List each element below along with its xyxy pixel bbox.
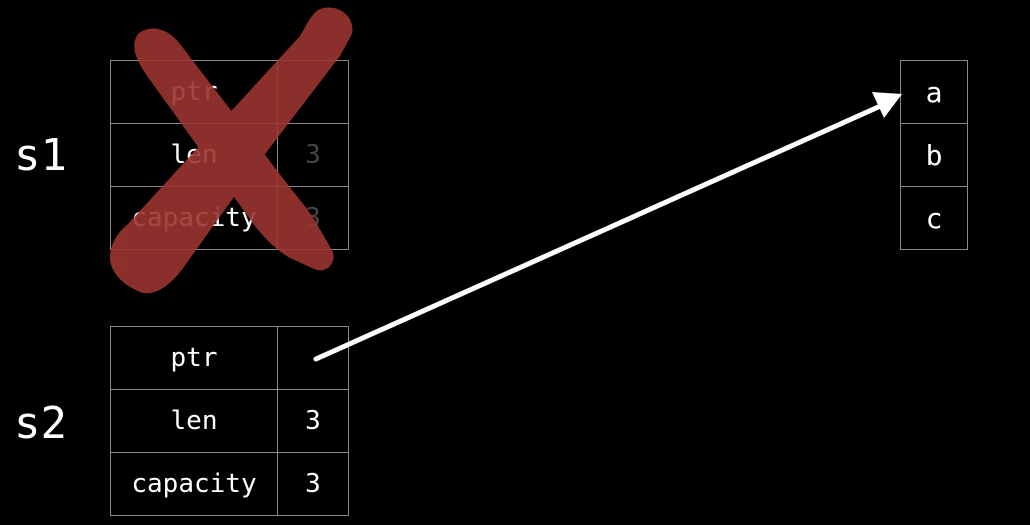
s2-value-capacity: 3 [277, 452, 349, 516]
heap-cell-1: b [900, 123, 968, 187]
pointer-arrow [313, 92, 902, 362]
s1-field-len: len [110, 123, 278, 187]
s1-row-ptr: ptr [110, 60, 349, 124]
s1-value-capacity: 3 [277, 186, 349, 250]
s1-value-len: 3 [277, 123, 349, 187]
s1-struct-table: ptr len 3 capacity 3 [110, 60, 349, 250]
s1-field-ptr: ptr [110, 60, 278, 124]
s1-value-ptr [277, 60, 349, 124]
s2-struct-table: ptr len 3 capacity 3 [110, 326, 349, 516]
s2-field-len: len [110, 389, 278, 453]
variable-label-s2: s2 [14, 398, 67, 449]
s2-field-capacity: capacity [110, 452, 278, 516]
s2-row-len: len 3 [110, 389, 349, 453]
heap-cell-2: c [900, 186, 968, 250]
s1-row-capacity: capacity 3 [110, 186, 349, 250]
heap-row: a [900, 60, 968, 124]
heap-row: c [900, 186, 968, 250]
s1-row-len: len 3 [110, 123, 349, 187]
heap-table: a b c [900, 60, 968, 250]
s2-value-len: 3 [277, 389, 349, 453]
s2-row-capacity: capacity 3 [110, 452, 349, 516]
s2-value-ptr [277, 326, 349, 390]
s2-row-ptr: ptr [110, 326, 349, 390]
heap-row: b [900, 123, 968, 187]
s1-field-capacity: capacity [110, 186, 278, 250]
s2-field-ptr: ptr [110, 326, 278, 390]
heap-cell-0: a [900, 60, 968, 124]
variable-label-s1: s1 [14, 130, 67, 181]
